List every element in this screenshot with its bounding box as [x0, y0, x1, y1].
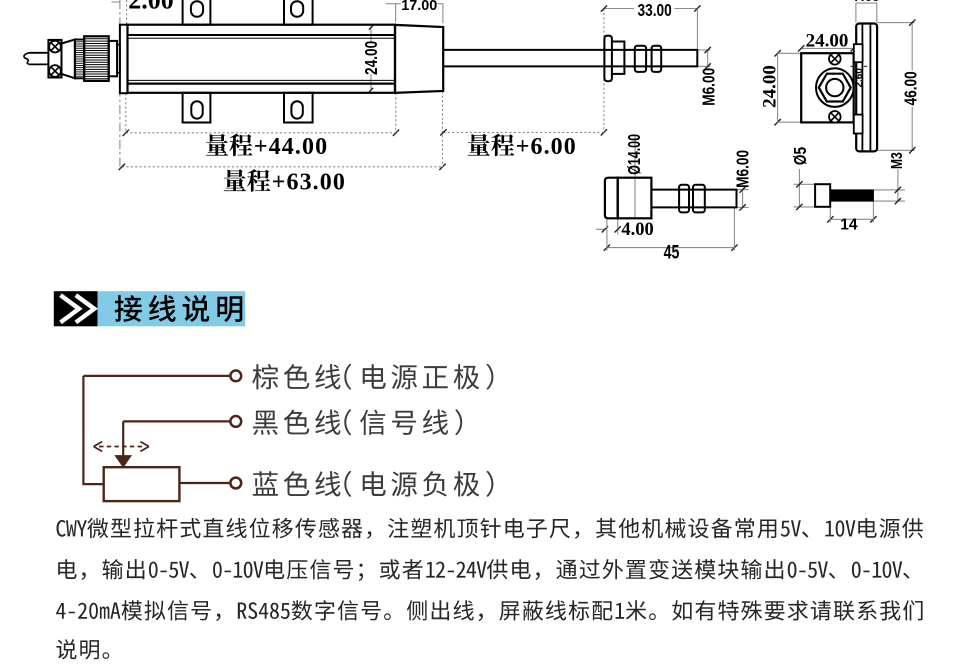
svg-text:M6.00: M6.00: [734, 150, 753, 188]
svg-text:Ø14.00: Ø14.00: [625, 134, 645, 175]
svg-text:4.00: 4.00: [621, 220, 653, 240]
svg-text:33.00: 33.00: [637, 2, 671, 21]
svg-text:24.00: 24.00: [760, 65, 781, 108]
svg-text:+63.00: +63.00: [272, 170, 346, 196]
svg-text:45: 45: [664, 241, 680, 263]
svg-text:+44.00: +44.00: [254, 134, 328, 160]
svg-text:17.00: 17.00: [401, 0, 437, 14]
svg-text:2.60: 2.60: [854, 68, 865, 88]
svg-text:24.00: 24.00: [363, 41, 382, 75]
svg-text:7.60: 7.60: [853, 0, 879, 5]
svg-text:Ø5: Ø5: [791, 147, 810, 165]
svg-text:46.00: 46.00: [902, 71, 921, 105]
svg-text:M3: M3: [888, 152, 906, 169]
svg-text:14: 14: [840, 216, 858, 233]
svg-text:M6.00: M6.00: [700, 68, 719, 106]
svg-text:+6.00: +6.00: [516, 134, 577, 160]
svg-text:24.00: 24.00: [806, 30, 849, 51]
svg-text:2.00: 2.00: [128, 0, 174, 15]
